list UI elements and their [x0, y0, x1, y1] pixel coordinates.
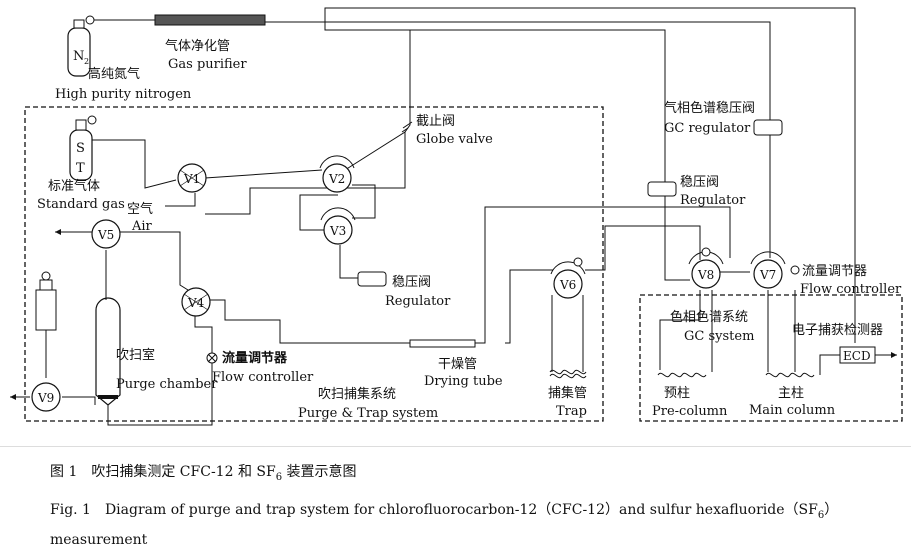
label-ecd-zh: 电子捕获检测器: [792, 322, 883, 338]
caption-zh: 图 1 吹扫捕集测定 CFC-12 和 SF6 装置示意图: [50, 461, 357, 483]
ecd-box: [839, 346, 876, 364]
caption-separator: [0, 446, 911, 447]
valve-v2-label: V2: [328, 172, 345, 186]
label-purge-chamber-zh: 吹扫室: [116, 347, 155, 363]
valve-v6-label: V6: [559, 278, 576, 292]
label-globe-valve-zh: 截止阀: [416, 114, 455, 129]
valve-v3: V3: [320, 207, 356, 245]
label-gc-system-zh: 色相色谱系统: [670, 309, 748, 325]
label-precolumn-en: Pre-column: [652, 404, 728, 419]
label-gas-purifier-en: Gas purifier: [168, 57, 247, 72]
drying-tube: [409, 339, 476, 348]
purge-trap-system-box: [24, 106, 604, 422]
caption-en-sub: 6: [817, 509, 825, 521]
valve-v6: V6: [550, 257, 586, 299]
label-flow-controller-zh-left: 流量调节器: [222, 350, 288, 366]
label-regulator-zh-right: 稳压阀: [680, 174, 719, 190]
valve-v2: V2: [319, 155, 355, 193]
n2-symbol: N: [73, 49, 84, 64]
ecd-box-label: ECD: [843, 349, 871, 363]
label-nitrogen-en: High purity nitrogen: [55, 87, 192, 102]
valve-v9: V9: [31, 382, 61, 412]
valve-v8-label: V8: [697, 268, 714, 282]
label-gas-purifier-zh: 气体净化管: [165, 38, 230, 54]
flow-controller-left-icon: [206, 352, 218, 364]
label-pt-system-zh: 吹扫捕集系统: [318, 386, 396, 402]
caption-en-suffix: ）: [824, 502, 839, 518]
valve-v5: V5: [91, 219, 121, 249]
label-regulator-en-right: Regulator: [680, 193, 746, 208]
n2-subscript: 2: [84, 57, 89, 66]
label-drying-tube-zh: 干燥管: [438, 357, 477, 372]
valve-v3-label: V3: [329, 224, 346, 238]
label-gc-regulator-en: GC regulator: [664, 121, 751, 136]
caption-zh-sub: 6: [275, 471, 283, 483]
valve-v8: V8: [688, 247, 724, 289]
label-trap-zh: 捕集管: [548, 385, 587, 401]
syringe-icon: [35, 271, 57, 331]
label-regulator-en-mid: Regulator: [385, 294, 451, 309]
gc-system-box: [639, 294, 903, 422]
label-flow-controller-en-left: Flow controller: [212, 370, 314, 385]
tubing: [10, 7, 893, 426]
label-purge-chamber-en: Purge chamber: [116, 377, 218, 392]
valve-v7: V7: [750, 251, 800, 289]
label-gc-system-en: GC system: [684, 329, 754, 344]
regulator-box-right: [647, 181, 677, 197]
globe-valve-icon: [401, 121, 413, 133]
precolumn-coil: [657, 372, 707, 378]
label-air-zh: 空气: [127, 201, 153, 217]
label-standard-gas-zh: 标准气体: [48, 178, 100, 194]
st-symbol-s: S: [76, 141, 85, 156]
label-standard-gas-en: Standard gas: [37, 197, 125, 212]
label-precolumn-zh: 预柱: [664, 386, 690, 401]
caption-zh-prefix: 图 1 吹扫捕集测定 CFC-12 和 SF: [50, 464, 276, 480]
caption-zh-suffix: 装置示意图: [282, 464, 357, 480]
nitrogen-cylinder-icon: N 2: [67, 15, 95, 77]
valve-v1-label: V1: [183, 172, 200, 186]
gas-purifier-tube: [154, 14, 266, 26]
label-flow-controller-zh-right: 流量调节器: [802, 264, 867, 279]
label-flow-controller-en-right: Flow controller: [800, 282, 902, 297]
trap-coil: [549, 369, 587, 379]
label-nitrogen-zh: 高纯氮气: [88, 66, 140, 82]
standard-gas-cylinder-icon: S T: [69, 115, 97, 181]
caption-en: Fig. 1 Diagram of purge and trap system …: [50, 499, 838, 521]
label-air-en: Air: [131, 219, 153, 234]
label-main-column-zh: 主柱: [778, 386, 804, 401]
regulator-box-mid: [357, 271, 387, 287]
label-gc-regulator-zh: 气相色谱稳压阀: [664, 100, 755, 116]
purge-chamber-icon: [95, 262, 121, 406]
main-column-coil: [765, 372, 815, 378]
valve-v7-label: V7: [759, 268, 776, 282]
caption-en-prefix: Fig. 1 Diagram of purge and trap system …: [50, 502, 818, 518]
valve-v5-label: V5: [97, 228, 114, 242]
label-pt-system-en: Purge & Trap system: [298, 406, 438, 421]
valve-v4-label: V4: [187, 296, 205, 310]
st-symbol-t: T: [76, 161, 85, 176]
label-drying-tube-en: Drying tube: [424, 374, 503, 389]
label-globe-valve-en: Globe valve: [416, 132, 493, 147]
valve-v1: V1: [177, 163, 207, 193]
label-main-column-en: Main column: [749, 403, 836, 418]
label-trap-en: Trap: [556, 404, 587, 419]
label-regulator-zh-mid: 稳压阀: [392, 274, 431, 290]
valve-v9-label: V9: [37, 391, 54, 405]
gc-regulator-box: [753, 119, 783, 136]
caption-en-line2: measurement: [50, 532, 148, 548]
valve-v4: V4: [181, 287, 211, 317]
